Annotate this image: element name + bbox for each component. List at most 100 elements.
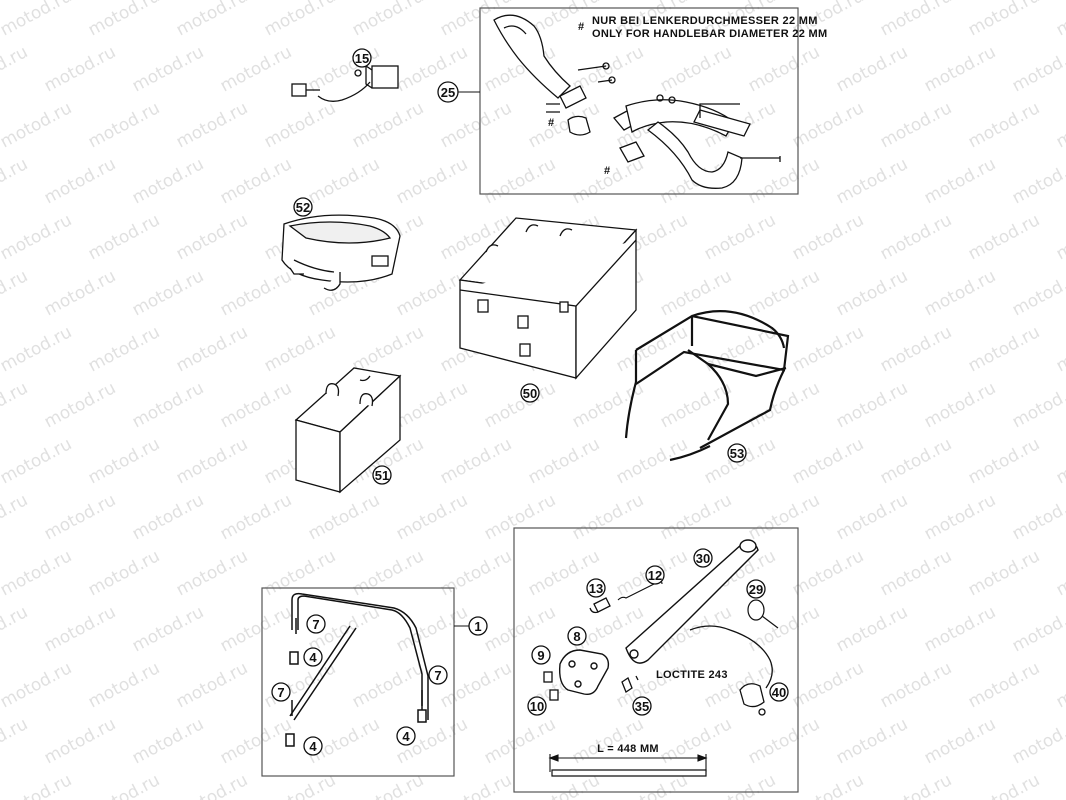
watermark-text: motod.ru <box>877 546 955 600</box>
watermark-text: motod.ru <box>349 322 427 376</box>
watermark-text: motod.ru <box>129 154 207 208</box>
watermark-text: motod.ru <box>85 546 163 600</box>
watermark-text: motod.ru <box>1053 546 1066 600</box>
watermark-text: motod.ru <box>393 602 471 656</box>
watermark-text: motod.ru <box>965 658 1043 712</box>
callout-40: 40 <box>772 685 786 700</box>
callout-52: 52 <box>296 200 310 215</box>
watermark-text: motod.ru <box>129 378 207 432</box>
watermark-text: motod.ru <box>129 42 207 96</box>
watermark-text: motod.ru <box>481 378 559 432</box>
watermark-text: motod.ru <box>1053 658 1066 712</box>
watermark-text: motod.ru <box>657 42 735 96</box>
part-50-side-case <box>458 217 638 380</box>
watermark-text: motod.ru <box>833 490 911 544</box>
watermark-text: motod.ru <box>525 98 603 152</box>
watermark-text: motod.ru <box>789 434 867 488</box>
watermark-text: motod.ru <box>921 490 999 544</box>
handguard-frame <box>479 7 799 195</box>
watermark-text: motod.ru <box>965 98 1043 152</box>
watermark-text: motod.ru <box>85 210 163 264</box>
watermark-text: motod.ru <box>437 546 515 600</box>
loctite-note: LOCTITE 243 <box>656 669 728 681</box>
watermark-text: motod.ru <box>657 714 735 768</box>
watermark-text: motod.ru <box>173 658 251 712</box>
watermark-text: motod.ru <box>41 714 119 768</box>
callout-15: 15 <box>355 51 369 66</box>
watermark-text: motod.ru <box>85 434 163 488</box>
watermark-text: motod.ru <box>0 714 31 768</box>
hash-note-symbol: # <box>578 21 584 33</box>
watermark-text: motod.ru <box>965 546 1043 600</box>
length-note: L = 448 MM <box>597 743 659 755</box>
watermark-text: motod.ru <box>965 770 1043 800</box>
watermark-text: motod.ru <box>481 154 559 208</box>
watermark-text: motod.ru <box>261 322 339 376</box>
watermark-text: motod.ru <box>261 658 339 712</box>
watermark-text: motod.ru <box>0 42 31 96</box>
watermark-text: motod.ru <box>877 658 955 712</box>
watermark-text: motod.ru <box>0 770 75 800</box>
watermark-text: motod.ru <box>0 378 31 432</box>
watermark-text: motod.ru <box>745 42 823 96</box>
part-51-case-cover <box>294 367 402 494</box>
watermark-text: motod.ru <box>217 714 295 768</box>
watermark-text: motod.ru <box>745 490 823 544</box>
watermark-text: motod.ru <box>437 434 515 488</box>
watermark-text: motod.ru <box>1009 266 1066 320</box>
watermark-text: motod.ru <box>1009 490 1066 544</box>
watermark-text: motod.ru <box>965 434 1043 488</box>
watermark-text: motod.ru <box>0 210 75 264</box>
watermark-text: motod.ru <box>877 770 955 800</box>
watermark-text: motod.ru <box>1009 602 1066 656</box>
watermark-text: motod.ru <box>1053 322 1066 376</box>
watermark-text: motod.ru <box>217 42 295 96</box>
watermark-text: motod.ru <box>481 490 559 544</box>
hash-marker-1: # <box>548 117 554 129</box>
watermark-text: motod.ru <box>393 490 471 544</box>
callout-29: 29 <box>749 582 763 597</box>
watermark-text: motod.ru <box>393 378 471 432</box>
part-10-bolt <box>549 689 559 701</box>
watermark-text: motod.ru <box>85 0 163 40</box>
callout-4-top: 4 <box>309 650 317 665</box>
watermark-text: motod.ru <box>129 266 207 320</box>
stand-frame <box>513 527 799 793</box>
part-13-spring-sleeve <box>589 597 611 614</box>
watermark-text: motod.ru <box>877 210 955 264</box>
watermark-text: motod.ru <box>877 98 955 152</box>
watermark-text: motod.ru <box>613 322 691 376</box>
watermark-text: motod.ru <box>437 98 515 152</box>
callout-9: 9 <box>537 648 544 663</box>
watermark-text: motod.ru <box>261 546 339 600</box>
part-53-case-carrier <box>624 310 790 462</box>
watermark-text: motod.ru <box>921 378 999 432</box>
watermark-text: motod.ru <box>437 770 515 800</box>
watermark-text: motod.ru <box>877 434 955 488</box>
watermark-text: motod.ru <box>437 658 515 712</box>
rack-frame <box>261 587 455 777</box>
watermark-text: motod.ru <box>965 0 1043 40</box>
part-9-bolt <box>543 671 553 683</box>
watermark-text: motod.ru <box>789 658 867 712</box>
watermark-text: motod.ru <box>393 154 471 208</box>
watermark-text: motod.ru <box>1009 42 1066 96</box>
watermark-text: motod.ru <box>349 770 427 800</box>
watermark-text: motod.ru <box>349 0 427 40</box>
watermark-text: motod.ru <box>1053 770 1066 800</box>
watermark-text: motod.ru <box>349 658 427 712</box>
watermark-text: motod.ru <box>921 714 999 768</box>
watermark-text: motod.ru <box>217 154 295 208</box>
callout-1: 1 <box>474 619 481 634</box>
watermark-text: motod.ru <box>85 98 163 152</box>
watermark-text: motod.ru <box>261 0 339 40</box>
watermark-text: motod.ru <box>85 770 163 800</box>
callout-7-right: 7 <box>434 668 441 683</box>
watermark-text: motod.ru <box>1053 210 1066 264</box>
callout-7-left: 7 <box>277 685 284 700</box>
callout-50: 50 <box>523 386 537 401</box>
watermark-text: motod.ru <box>833 42 911 96</box>
watermark-text: motod.ru <box>745 154 823 208</box>
watermark-text: motod.ru <box>173 322 251 376</box>
watermark-text: motod.ru <box>305 490 383 544</box>
